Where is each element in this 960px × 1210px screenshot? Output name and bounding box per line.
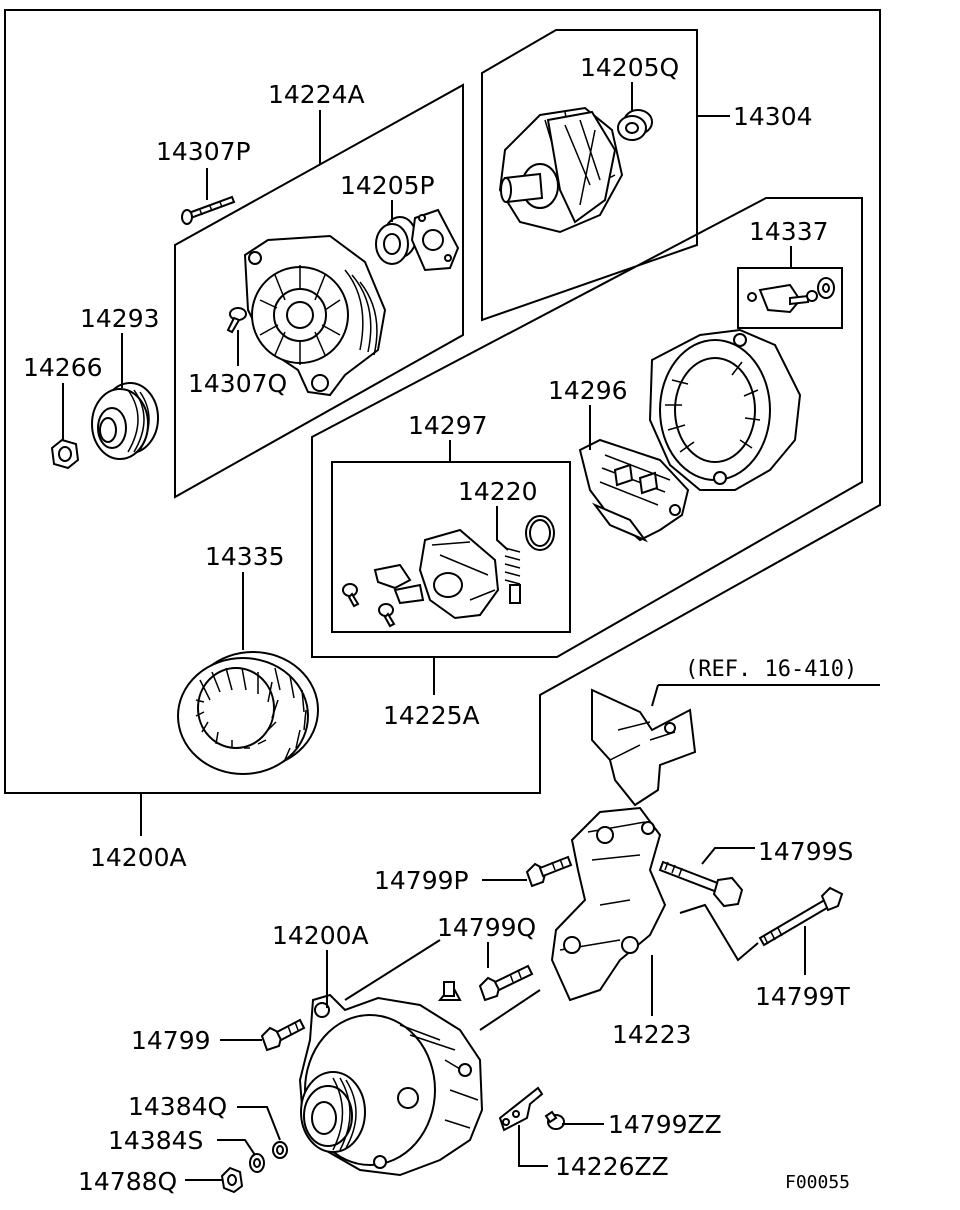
washer-14384q-part bbox=[272, 1141, 288, 1159]
alternator-assembly-part bbox=[298, 981, 484, 1177]
label-bolt-14799: 14799 bbox=[131, 1026, 211, 1055]
reference-note: (REF. 16-410) bbox=[685, 657, 857, 682]
diagram-code: F00055 bbox=[785, 1172, 850, 1193]
bolt-14799p-part bbox=[525, 855, 573, 888]
screw-14799zz-part bbox=[544, 1110, 565, 1130]
front-bracket-frame bbox=[174, 83, 464, 499]
label-plate-14226zz: 14226ZZ bbox=[555, 1152, 669, 1181]
label-nut-14788q: 14788Q bbox=[78, 1167, 177, 1196]
label-nut-14266: 14266 bbox=[23, 353, 103, 382]
label-screw-14799zz: 14799ZZ bbox=[608, 1110, 722, 1139]
leader-lines bbox=[62, 82, 880, 1181]
label-bolt-14799q: 14799Q bbox=[437, 913, 536, 942]
pulley-part bbox=[91, 382, 159, 460]
label-stator: 14335 bbox=[205, 542, 285, 571]
label-regulator-kit: 14297 bbox=[408, 411, 488, 440]
label-brush: 14220 bbox=[458, 477, 538, 506]
ref-bracket-part bbox=[591, 688, 697, 807]
label-bearing-14205q: 14205Q bbox=[580, 53, 679, 82]
label-screw-14307q: 14307Q bbox=[188, 369, 287, 398]
label-rectifier: 14296 bbox=[548, 376, 628, 405]
label-bracket-14223: 14223 bbox=[612, 1020, 692, 1049]
rotor-frame bbox=[481, 29, 698, 322]
label-alternator-assy-top: 14200A bbox=[90, 843, 187, 872]
front-bracket-part bbox=[243, 234, 387, 397]
label-front-bracket: 14224A bbox=[268, 80, 365, 109]
label-bolt-14799s: 14799S bbox=[758, 837, 853, 866]
bolt-14799s-part bbox=[658, 860, 744, 908]
assembly-frame bbox=[4, 9, 881, 794]
nut-14788q-part bbox=[220, 1166, 244, 1194]
regulator-part bbox=[342, 528, 500, 628]
rear-bracket-part bbox=[648, 328, 802, 491]
stator-part bbox=[177, 651, 319, 775]
bolt-14307p-part bbox=[181, 195, 236, 225]
brush-part bbox=[504, 515, 555, 604]
label-bolt-14799t: 14799T bbox=[755, 982, 851, 1011]
label-washer-14384s: 14384S bbox=[108, 1126, 203, 1155]
screw-14307q-part bbox=[226, 307, 247, 334]
bolt-14799-part bbox=[260, 1018, 306, 1052]
gasket-plate-part bbox=[410, 208, 460, 272]
label-pulley: 14293 bbox=[80, 304, 160, 333]
label-terminal-kit: 14337 bbox=[749, 217, 829, 246]
terminal-kit-part bbox=[747, 277, 835, 314]
rotor-part bbox=[498, 106, 624, 234]
label-washer-14384q: 14384Q bbox=[128, 1092, 227, 1121]
washer-14384s-part bbox=[249, 1153, 265, 1173]
nut-14266-part bbox=[50, 438, 80, 470]
rear-bracket-frame bbox=[311, 197, 863, 658]
rectifier-part bbox=[578, 438, 690, 543]
label-bearing-14205p: 14205P bbox=[340, 171, 435, 200]
label-bolt-14799p: 14799P bbox=[374, 866, 469, 895]
label-alternator-assy-bottom: 14200A bbox=[272, 921, 369, 950]
bracket-14223-part bbox=[550, 806, 667, 1002]
label-bolt-14307p: 14307P bbox=[156, 137, 251, 166]
label-rear-bracket-kit: 14225A bbox=[383, 701, 480, 730]
plate-14226zz-part bbox=[498, 1086, 544, 1132]
label-rotor: 14304 bbox=[733, 102, 813, 131]
bearing-14205q-part bbox=[617, 109, 653, 141]
bolt-14799t-part bbox=[758, 886, 844, 947]
bearing-14205p-part bbox=[375, 216, 417, 265]
bolt-14799q-part bbox=[478, 964, 534, 1002]
